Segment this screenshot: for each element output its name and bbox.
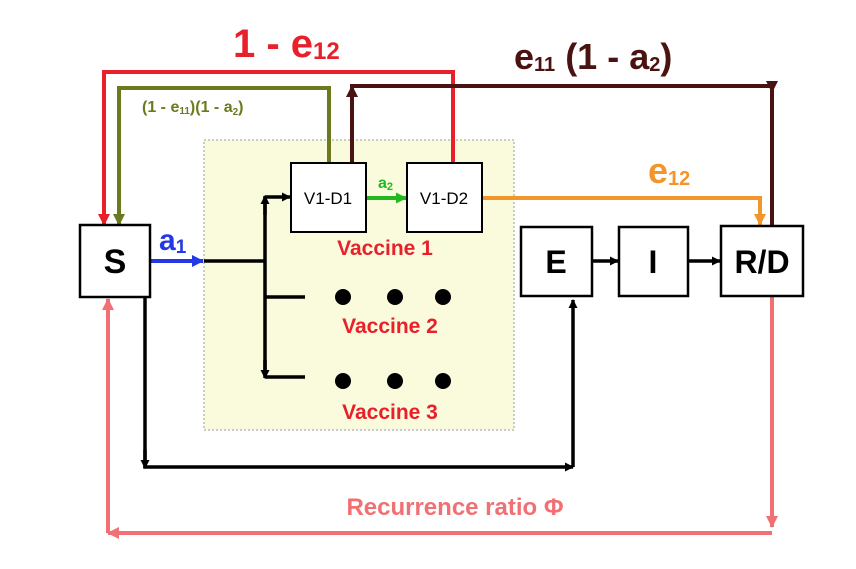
dot-v2-1 (335, 289, 351, 305)
node-e: E (519, 225, 594, 298)
dot-v2-3 (435, 289, 451, 305)
recurrence-ratio-label: Recurrence ratio Φ (346, 494, 563, 521)
node-rd: R/D (719, 224, 805, 298)
node-i: I (617, 225, 690, 298)
olive-return-arrow (113, 86, 331, 226)
e12-arrow (482, 196, 766, 226)
rate-one-minus-e12-label: 1 - e12 (233, 22, 340, 66)
rate-e11-label: e11 (1 - a2) (514, 36, 672, 77)
vaccine-3-label: Vaccine 3 (342, 401, 438, 424)
vaccine-2-label: Vaccine 2 (342, 315, 438, 338)
dot-v3-1 (335, 373, 351, 389)
node-v1-d1: V1-D1 (290, 162, 367, 233)
node-e-label: E (545, 244, 566, 280)
dot-v3-3 (435, 373, 451, 389)
one-minus-e12-arrow (98, 70, 455, 226)
node-s: S (78, 223, 152, 299)
rate-olive-label: (1 - e11)(1 - a2) (142, 99, 243, 118)
dot-v2-2 (387, 289, 403, 305)
node-i-label: I (649, 244, 658, 280)
node-v1-d2: V1-D2 (406, 162, 483, 233)
vaccine-1-label: Vaccine 1 (337, 237, 433, 260)
dot-v3-2 (387, 373, 403, 389)
node-rd-label: R/D (734, 244, 789, 280)
node-s-label: S (104, 243, 127, 281)
rate-e12-label: e12 (648, 150, 690, 191)
rate-a1-label: a1 (159, 224, 187, 258)
rate-a2-label: a2 (378, 175, 393, 193)
e11-arrow (350, 81, 778, 163)
node-v1-d1-label: V1-D1 (304, 189, 352, 208)
node-v1-d2-label: V1-D2 (420, 189, 468, 208)
